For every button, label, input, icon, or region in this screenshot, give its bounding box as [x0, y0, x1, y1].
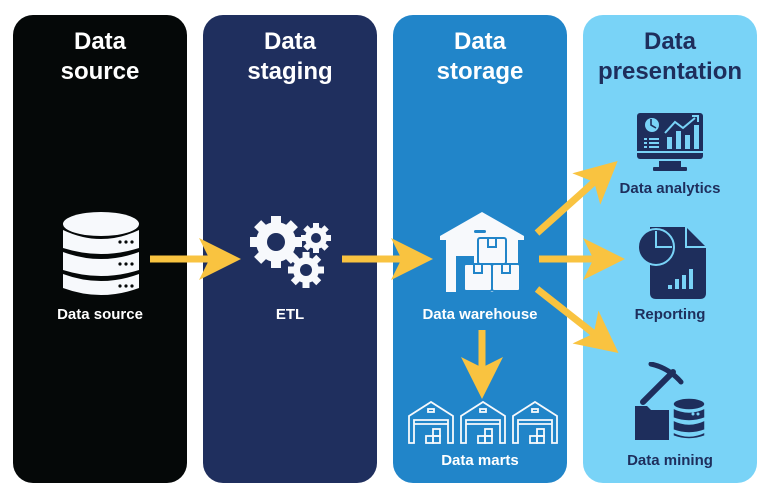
gears-icon — [250, 216, 331, 288]
data-mining-label: Data mining — [627, 452, 713, 469]
etl-label: ETL — [275, 306, 305, 323]
monitor-chart-icon — [637, 113, 703, 171]
title-line: Data — [263, 28, 317, 55]
warehouse-outline-icon — [408, 400, 454, 444]
title-line: presentation — [597, 58, 743, 85]
database-icon — [63, 212, 139, 295]
title-line: staging — [247, 58, 333, 85]
data-analytics-label: Data analytics — [619, 180, 721, 197]
reporting-label: Reporting — [634, 306, 706, 323]
arrow-warehouse-to-mining — [534, 286, 619, 353]
title-line: storage — [436, 58, 524, 85]
panel-title: Data presentation — [583, 27, 757, 87]
panel-title: Data storage — [393, 27, 567, 87]
warehouse-outline-icon — [512, 400, 558, 444]
pickaxe-database-icon — [635, 362, 706, 440]
title-line: Data — [73, 28, 127, 55]
report-document-icon — [637, 227, 706, 299]
panel-title: Data source — [13, 27, 187, 87]
title-line: source — [60, 58, 140, 85]
data-source-label: Data source — [57, 306, 143, 323]
warehouse-icon — [440, 212, 524, 292]
title-line: Data — [643, 28, 697, 55]
warehouse-outline-icon — [460, 400, 506, 444]
panel-title: Data staging — [203, 27, 377, 87]
data-warehouse-label: Data warehouse — [422, 306, 538, 323]
title-line: Data — [453, 28, 507, 55]
data-marts-label: Data marts — [441, 452, 519, 469]
arrow-warehouse-to-analytics — [534, 161, 618, 236]
